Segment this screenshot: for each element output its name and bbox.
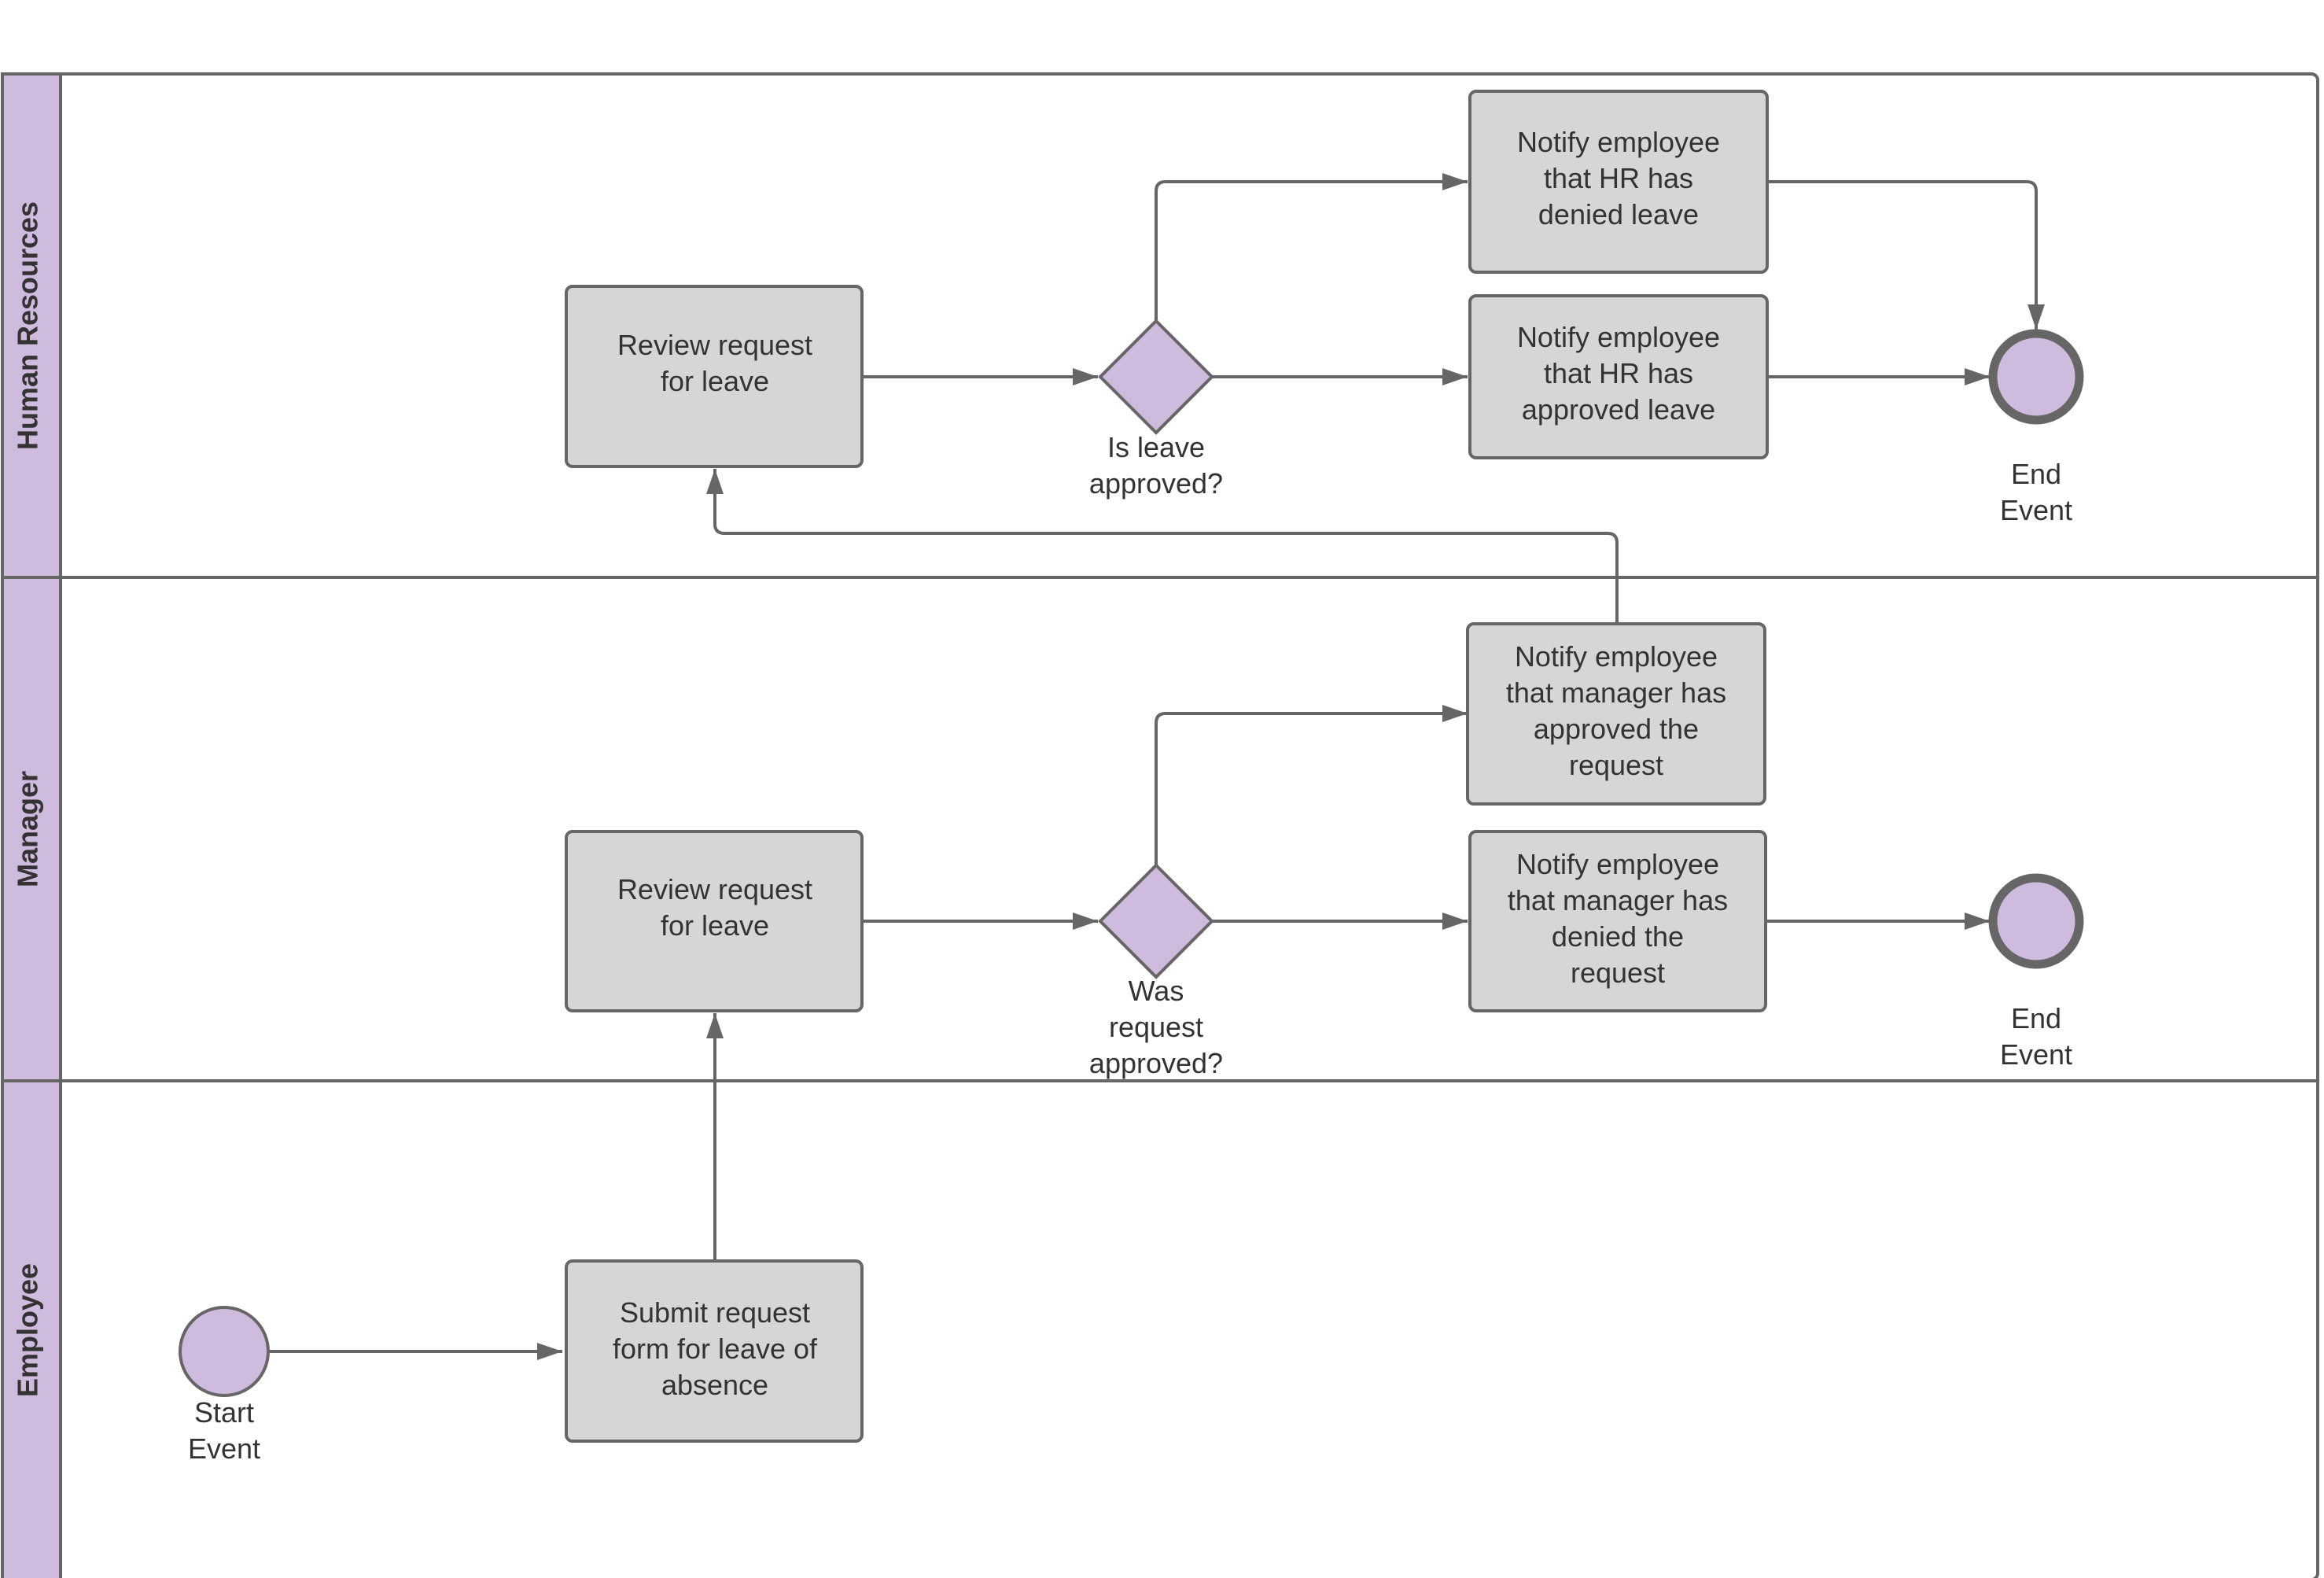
task-notify-hr-denied[interactable]: Notify employee that HR has denied leave [1468, 90, 1769, 274]
task-mgr-approved-line-4: request [1569, 749, 1663, 781]
gateway-was-request-approved[interactable] [1098, 863, 1214, 979]
gateway-is-leave-approved[interactable] [1098, 319, 1214, 435]
start-event-employee[interactable] [179, 1306, 270, 1397]
task-hr-review-line-2: for leave [661, 365, 769, 397]
task-mgr-approved-line-2: that manager has [1506, 677, 1726, 709]
gateway-is-leave-approved-label: Is leave approved? [1089, 431, 1223, 500]
task-submit-leave-request[interactable]: Submit request form for leave of absence [565, 1259, 864, 1443]
flow-mgr-gateway-to-approved [1155, 705, 1468, 865]
task-hr-review-request[interactable]: Review request for leave [565, 285, 864, 468]
gateway-mgr-label-line-2: request [1109, 1011, 1203, 1043]
task-hr-denied-line-3: denied leave [1538, 198, 1699, 230]
start-event-line-1: Start [194, 1396, 254, 1429]
gateway-hr-label-line-1: Is leave [1107, 431, 1205, 463]
task-mgr-denied-line-3: denied the [1552, 920, 1684, 953]
flow-mgr-approved-to-hr-review [706, 469, 1619, 624]
task-mgr-review-line-2: for leave [661, 909, 769, 942]
flow-hr-denied-to-end [1767, 180, 2045, 330]
end-event-hr[interactable] [1988, 329, 2084, 425]
lane-label-manager: Manager [12, 771, 44, 887]
task-hr-denied-line-1: Notify employee [1517, 126, 1720, 158]
end-event-hr-line-2: Event [2000, 494, 2072, 526]
task-mgr-approved-line-1: Notify employee [1515, 640, 1718, 673]
task-notify-manager-denied[interactable]: Notify employee that manager has denied th… [1468, 830, 1767, 1012]
task-notify-hr-approved[interactable]: Notify employee that HR has approved leave [1468, 294, 1769, 459]
flow-hr-gateway-to-denied [1155, 173, 1468, 321]
task-hr-approved-line-1: Notify employee [1517, 321, 1720, 353]
lane-label-human-resources: Human Resources [12, 201, 44, 450]
task-notify-manager-approved[interactable]: Notify employee that manager has approved … [1466, 622, 1766, 806]
task-mgr-approved-line-3: approved the [1534, 713, 1699, 745]
lane-label-employee: Employee [12, 1263, 44, 1397]
gateway-mgr-label-line-3: approved? [1089, 1047, 1223, 1079]
task-mgr-denied-line-2: that manager has [1508, 884, 1728, 916]
task-manager-review-request[interactable]: Review request for leave [565, 830, 864, 1012]
task-mgr-denied-line-1: Notify employee [1516, 848, 1719, 880]
task-submit-line-1: Submit request [620, 1296, 810, 1329]
end-event-mgr-line-1: End [2011, 1002, 2061, 1034]
task-hr-review-line-1: Review request [617, 329, 812, 361]
gateway-mgr-label-line-1: Was [1129, 975, 1184, 1007]
task-submit-line-3: absence [661, 1369, 768, 1401]
lane-header-employee [1, 1079, 62, 1578]
task-mgr-denied-line-4: request [1571, 957, 1665, 989]
task-hr-denied-line-2: that HR has [1544, 162, 1693, 194]
task-submit-line-2: form for leave of [613, 1333, 818, 1365]
lane-header-human-resources [1, 72, 62, 579]
gateway-hr-label-line-2: approved? [1089, 467, 1223, 500]
task-hr-approved-line-2: that HR has [1544, 357, 1693, 389]
end-event-hr-line-1: End [2011, 458, 2061, 490]
start-event-line-2: Event [188, 1432, 260, 1465]
gateway-was-request-approved-label: Was request approved? [1089, 975, 1223, 1079]
task-mgr-review-line-1: Review request [617, 873, 812, 905]
task-hr-approved-line-3: approved leave [1522, 393, 1715, 426]
end-event-manager[interactable] [1988, 873, 2084, 969]
end-event-mgr-line-2: Event [2000, 1038, 2072, 1071]
